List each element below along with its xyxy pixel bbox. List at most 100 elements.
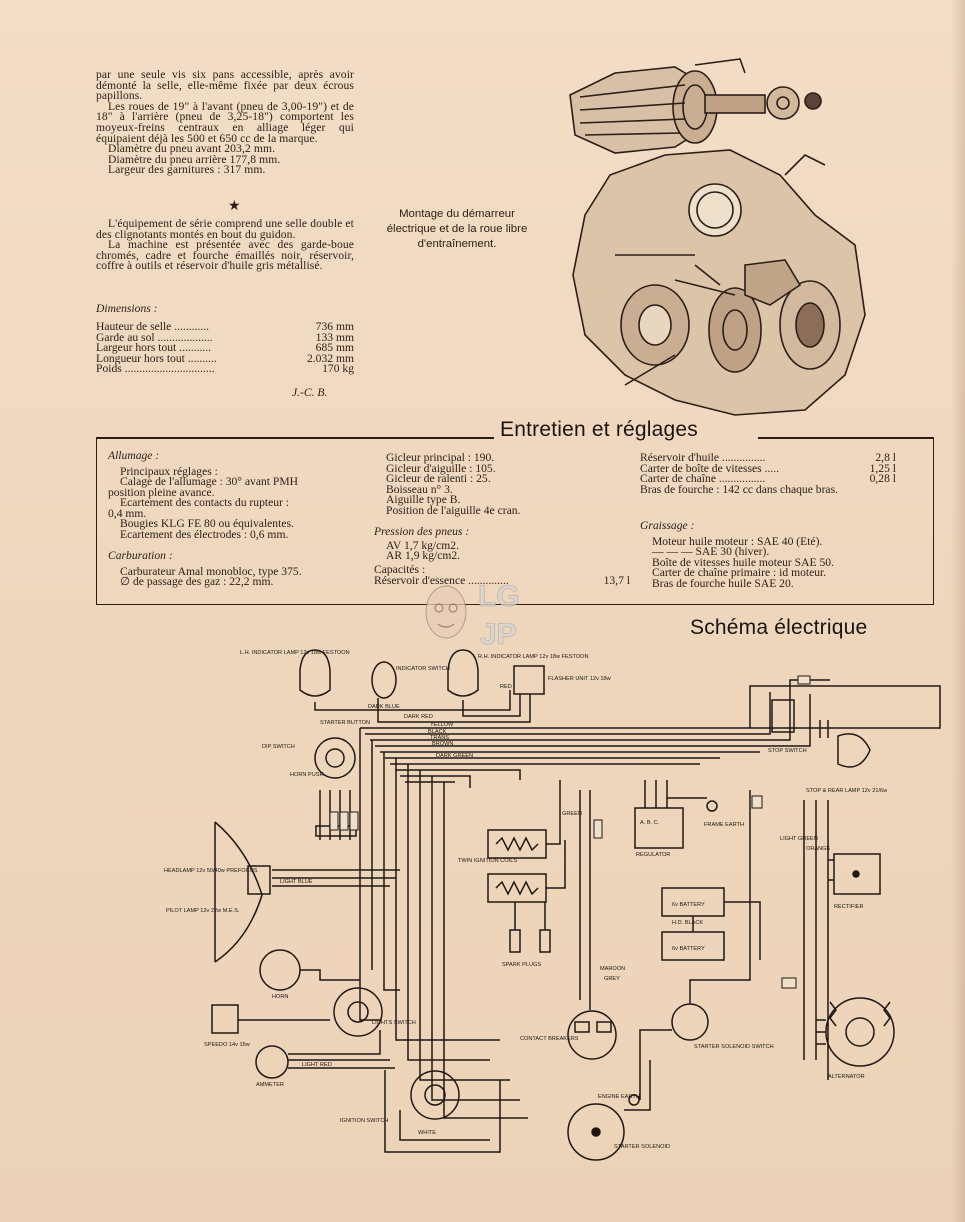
gicleurs-section: Gicleur principal : 190. Gicleur d'aigui… bbox=[386, 452, 626, 516]
wire-label: DARK GREEN bbox=[436, 753, 473, 759]
label-alternator: ALTERNATOR bbox=[828, 1074, 865, 1080]
label-twin-ignition-coils: TWIN IGNITION COILS bbox=[458, 858, 517, 864]
specs-box bbox=[96, 437, 934, 605]
intro-paragraph-2: Les roues de 19" à l'avant (pneu de 3,00… bbox=[96, 99, 354, 145]
wire-label: DARK RED bbox=[404, 714, 433, 720]
wire-label: RED bbox=[500, 684, 512, 690]
rh-indicator-lamp-shape bbox=[447, 649, 479, 697]
allumage-line: 0,4 mm. bbox=[108, 506, 147, 520]
wire-label: BROWN bbox=[432, 741, 453, 747]
stop-rear-lamp-shape bbox=[837, 733, 871, 768]
gicleur-line: Gicleur de ralenti : 25. bbox=[386, 472, 491, 485]
label-starter-button: STARTER BUTTON bbox=[320, 720, 370, 726]
label-battery-2: 6v BATTERY bbox=[672, 946, 705, 952]
dimension-label: Poids ............................... bbox=[96, 364, 215, 375]
reservoir-value: 0,28 l bbox=[869, 472, 896, 485]
allumage-line: Ecartement des contacts du rupteur : bbox=[120, 496, 290, 509]
dimension-row: Hauteur de selle ............736 mm bbox=[96, 320, 354, 333]
dimension-row: Poids ............................... 170… bbox=[96, 362, 354, 375]
capacite-row: Réservoir d'essence ..............13,7 l bbox=[374, 573, 630, 587]
watermark-text-top: LG bbox=[478, 580, 520, 613]
intro-paragraph-1: par une seule vis six pans accessible, a… bbox=[96, 68, 354, 103]
graissage-line: Moteur huile moteur : SAE 40 (Eté). bbox=[652, 534, 823, 548]
box-border-top-right bbox=[758, 437, 934, 439]
graissage-line: Boîte de vitesses huile moteur SAE 50. bbox=[652, 555, 834, 569]
graissage-line: — — — SAE 30 (hiver). bbox=[652, 545, 770, 558]
pression-line: AR 1,9 kg/cm2. bbox=[386, 549, 461, 562]
reservoirs-section: Réservoir d'huile ...............2,8 l C… bbox=[640, 451, 896, 496]
schema-title: Schéma électrique bbox=[690, 616, 868, 639]
wire-label: BLACK bbox=[428, 729, 447, 735]
dimensions-heading: Dimensions : bbox=[96, 302, 158, 315]
reservoir-value: 1,25 l bbox=[869, 461, 896, 475]
dimension-value: 170 kg bbox=[322, 362, 354, 375]
label-engine-earth: ENGINE EARTH bbox=[598, 1094, 640, 1100]
page-edge-shadow bbox=[951, 0, 965, 1222]
dimension-value: 736 mm bbox=[315, 320, 354, 333]
watermark-logo: LG JP bbox=[425, 580, 520, 651]
bras-line: Bras de fourche : 142 cc dans chaque bra… bbox=[640, 482, 838, 496]
watermark-text-bottom: JP bbox=[480, 618, 517, 651]
wire-label: LIGHT GREEN bbox=[780, 836, 818, 842]
wire-label: GREY bbox=[604, 976, 620, 982]
capacites-section: Capacités : Réservoir d'essence ........… bbox=[374, 563, 630, 587]
dimensions-table: Hauteur de selle ............736 mm Gard… bbox=[96, 320, 354, 375]
wire-label: DARK BLUE bbox=[368, 704, 400, 710]
allumage-line: Ecartement des électrodes : 0,6 mm. bbox=[120, 527, 289, 541]
reservoir-value: 2,8 l bbox=[875, 451, 896, 464]
label-battery-1: 6v BATTERY bbox=[672, 902, 705, 908]
box-border-top-left bbox=[96, 437, 494, 439]
star-separator: ★ bbox=[228, 199, 241, 214]
label-lh-indicator-lamp: L.H. INDICATOR LAMP 12v 18w FESTOON bbox=[240, 650, 350, 656]
label-indicator-switch: INDICATOR SWITCH bbox=[396, 666, 450, 672]
wire-label: ORANGE bbox=[806, 846, 831, 852]
pression-section: Pression des pneus : AV 1,7 kg/cm2. AR 1… bbox=[374, 526, 624, 562]
gicleur-line: Gicleur d'aiguille : 105. bbox=[386, 461, 496, 475]
capacites-heading: Capacités : bbox=[374, 563, 426, 576]
label-dip-switch: DIP SWITCH bbox=[262, 744, 295, 750]
dimension-value: 685 mm bbox=[315, 341, 354, 354]
graissage-heading: Graissage : bbox=[640, 519, 695, 532]
carburation-heading: Carburation : bbox=[108, 549, 173, 562]
wire-label: YELLOW bbox=[430, 722, 454, 728]
label-spark-plugs: SPARK PLUGS bbox=[502, 962, 541, 968]
reservoir-label: Carter de boîte de vitesses ..... bbox=[640, 463, 780, 474]
label-hd-black: H.D. BLACK bbox=[672, 920, 703, 926]
label-horn: HORN bbox=[272, 994, 288, 1000]
label-speedo: SPEEDO 14v 15w bbox=[204, 1042, 251, 1048]
intro-lining-width: Largeur des garnitures : 317 mm. bbox=[108, 163, 266, 177]
gicleur-line: Boisseau n° 3. bbox=[386, 482, 453, 496]
dimension-row: Garde au sol ................... 133 mm bbox=[96, 330, 354, 344]
label-ammeter: AMMETER bbox=[256, 1082, 284, 1088]
label-frame-earth: FRAME EARTH bbox=[704, 822, 744, 828]
label-pilot-lamp: PILOT LAMP 12v 22w M.E.S. bbox=[166, 908, 240, 914]
label-regulator: REGULATOR bbox=[636, 852, 670, 858]
wire-label: WHITE bbox=[418, 1130, 436, 1136]
label-stop-switch: STOP SWITCH bbox=[768, 748, 807, 754]
allumage-line: Bougies KLG FE 80 ou équivalentes. bbox=[120, 517, 294, 530]
label-horn-push: HORN PUSH bbox=[290, 772, 324, 778]
pression-line: AV 1,7 kg/cm2. bbox=[386, 538, 460, 552]
gicleur-line: Aiguille type B. bbox=[386, 493, 461, 506]
reservoir-row: Carter de chaîne ................ 0,28 l bbox=[640, 472, 896, 485]
dimension-row: Longueur hors tout ..........2.032 mm bbox=[96, 352, 354, 365]
label-rectifier: RECTIFIER bbox=[834, 904, 864, 910]
capacite-value: 13,7 l bbox=[603, 573, 630, 587]
label-stop-rear-lamp: STOP & REAR LAMP 12v 21/6w bbox=[806, 788, 888, 794]
graissage-section: Graissage : Moteur huile moteur : SAE 40… bbox=[640, 519, 896, 589]
label-flasher-unit: FLASHER UNIT 12v 18w bbox=[548, 676, 612, 682]
label-headlamp: HEADLAMP 12v 50/40w PREFOCUS bbox=[164, 868, 258, 874]
equipment-paragraph-1: L'équipement de série comprend une selle… bbox=[96, 217, 354, 241]
dimension-value: 133 mm bbox=[315, 330, 354, 344]
lh-indicator-lamp-shape bbox=[299, 649, 331, 697]
wire-label: GREEN bbox=[562, 811, 582, 817]
reservoir-label: Carter de chaîne ................ bbox=[640, 474, 766, 485]
allumage-heading: Allumage : bbox=[108, 449, 160, 462]
dimension-label: Garde au sol ................... bbox=[96, 332, 213, 343]
dimension-row: Largeur hors tout ...........685 mm bbox=[96, 341, 354, 354]
wire-label: TRANS bbox=[430, 735, 449, 741]
starter-motor-illustration bbox=[569, 58, 866, 416]
allumage-line: Principaux réglages : bbox=[120, 464, 218, 478]
dimension-label: Longueur hors tout .......... bbox=[96, 353, 217, 364]
allumage-line: position pleine avance. bbox=[108, 485, 215, 499]
